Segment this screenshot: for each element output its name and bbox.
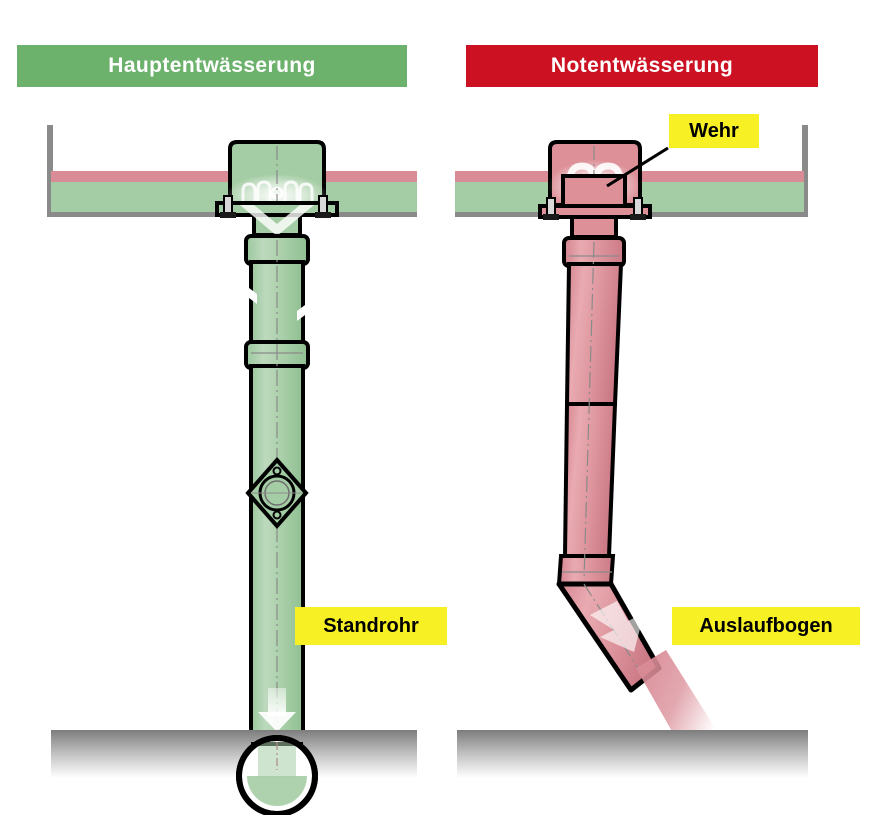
banner-main-drainage: Hauptentwässerung (17, 45, 407, 87)
flow-arrow-left (258, 688, 296, 732)
parapet-wall-left (47, 125, 53, 217)
flow-convergence-left (240, 205, 314, 236)
downpipe-right (556, 236, 626, 586)
callout-standrohr: Standrohr (295, 607, 447, 645)
ground-connection-left (236, 735, 318, 815)
banner-main-drainage-label: Hauptentwässerung (108, 54, 316, 77)
drain-body-left (215, 140, 339, 237)
discharge-stream (636, 650, 724, 756)
ground-band-right (457, 730, 808, 778)
parapet-wall-right (802, 125, 808, 217)
banner-emergency-drainage: Notentwässerung (466, 45, 818, 87)
pipe-segment-right-lower (562, 402, 618, 558)
socket-joint-right-lower (556, 554, 616, 586)
callout-auslaufbogen-label: Auslaufbogen (699, 614, 833, 637)
banner-emergency-drainage-label: Notentwässerung (550, 54, 734, 77)
centerline-pipe-right (583, 241, 595, 581)
pipe-segment-right-upper (564, 262, 624, 406)
callout-standrohr-label: Standrohr (323, 614, 419, 637)
callout-wehr: Wehr (669, 114, 759, 148)
flow-arrow-right (590, 601, 644, 652)
drain-body-right (538, 140, 652, 239)
flange-bolts-right (543, 197, 646, 220)
outlet-bend (556, 581, 724, 756)
ground-band-left (51, 730, 417, 778)
drain-throat-right (570, 215, 618, 239)
flange-bolts-left (220, 195, 331, 218)
pipe-break-symbol-left (249, 288, 305, 321)
callout-auslaufbogen: Auslaufbogen (672, 607, 860, 645)
callout-wehr-label: Wehr (689, 119, 739, 142)
cleanout-cover-left (245, 456, 309, 530)
leader-line-wehr (606, 146, 669, 188)
standpipe-left (244, 234, 310, 744)
